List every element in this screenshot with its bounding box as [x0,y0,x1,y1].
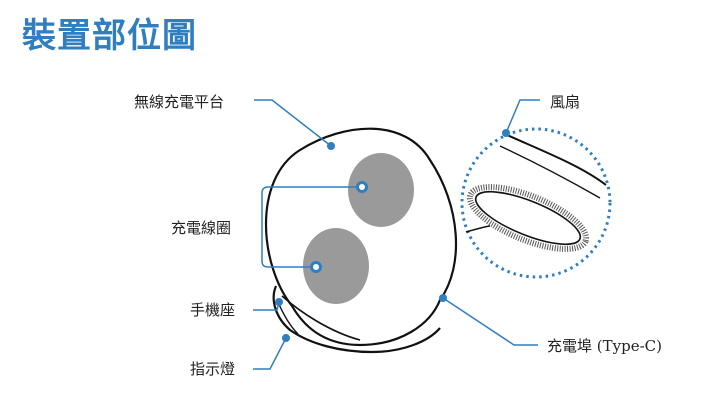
wireless-pad-leader [254,99,332,147]
coil-lower-dot [310,261,322,273]
coil-upper-dot [356,181,368,193]
charger-outer-shell [264,127,458,347]
indicator-light-leader [253,337,287,370]
fan-dot [502,129,510,137]
fan-housing-line [499,145,601,199]
fan-housing-top [504,133,607,186]
phone-cradle-dot [275,298,283,306]
wireless-pad-label: 無線充電平台 [134,93,225,111]
cradle-lip [281,295,361,341]
page-title: 裝置部位圖 [22,16,197,56]
charging-port-dot [439,294,447,302]
fan-label: 風扇 [550,93,581,111]
callout-lines [253,99,540,370]
charging-port-leader [442,297,538,346]
phone-cradle-label: 手機座 [190,301,236,319]
charging-coil-lower [303,228,369,304]
charging-coil-upper [348,153,414,227]
fan-zoom-border [460,127,612,279]
indicator-light-label: 指示燈 [190,360,236,378]
fan-ring-inner [474,190,582,246]
wireless-pad-dot [327,142,335,150]
charging-port-label: 充電埠 (Type-C) [547,337,662,355]
charger-base-rim [272,285,441,354]
charging-coil-label: 充電線圈 [171,219,232,237]
fan-housing-bottom [465,225,491,233]
fan-zoom [460,127,612,279]
indicator-light-dot [282,334,290,342]
callout-dots [275,129,510,342]
fan-leader [505,99,540,134]
charging-coil-leader [261,186,362,268]
